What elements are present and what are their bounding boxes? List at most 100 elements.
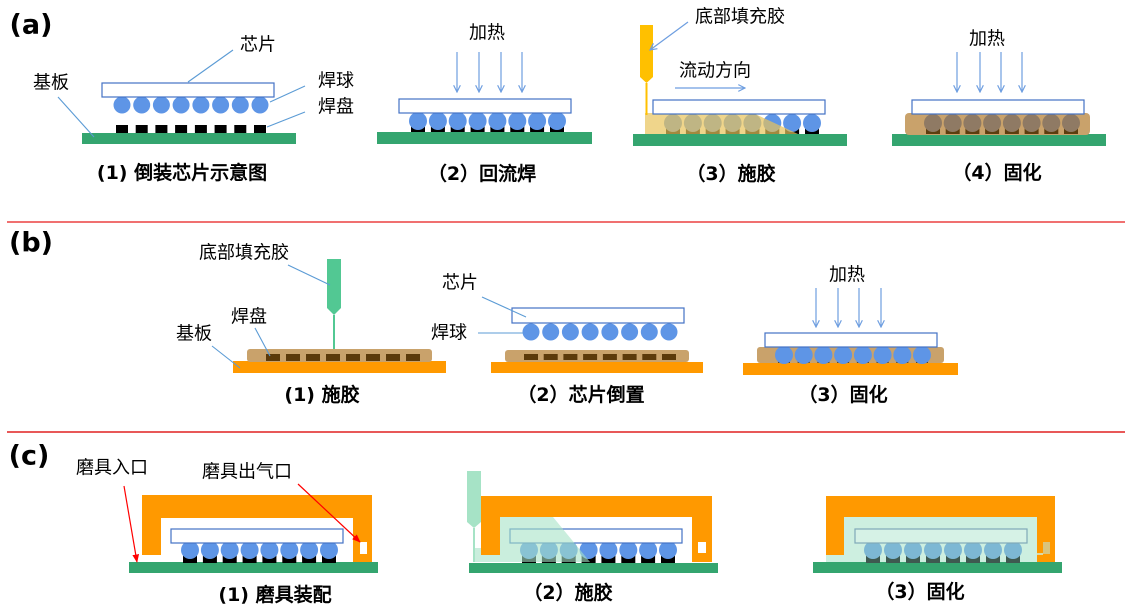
mold-cap — [826, 496, 1055, 562]
panel-b: (b) 底部填充胶 焊盘 基板 (1) 施胶 芯片 焊球 （2）芯 — [9, 228, 958, 406]
panel-c-step-1: (1) 磨具装配 — [123, 483, 378, 606]
chip — [652, 99, 826, 115]
solder-ball — [775, 346, 793, 364]
pad-leader-line — [266, 111, 306, 128]
substrate — [743, 363, 958, 375]
mold-vent-label: 磨具出气口 — [202, 462, 292, 483]
solder-ball — [528, 112, 547, 130]
chip — [398, 98, 572, 114]
solder-ball — [639, 541, 658, 559]
solder-ball — [660, 323, 678, 341]
panel-c-step-2: （2）施胶 — [467, 471, 718, 604]
step-caption: (1) 磨具装配 — [218, 583, 331, 606]
substrate-leader-line — [57, 96, 95, 138]
bond-pad — [622, 354, 637, 360]
solder-ball — [599, 541, 618, 559]
mold-vent-filled — [1043, 542, 1050, 554]
pad-label: 焊盘 — [231, 307, 267, 328]
solder-array — [775, 346, 931, 364]
solder-array — [181, 541, 338, 563]
step-caption: （3）固化 — [875, 580, 964, 603]
substrate — [233, 361, 446, 373]
chip — [101, 82, 275, 98]
solder-ball — [834, 346, 853, 364]
panel-c-step-3: （3）固化 — [813, 496, 1062, 603]
underfill-flow — [500, 517, 590, 562]
bond-pad — [254, 125, 266, 133]
panel-a-step-3: 底部填充胶 流动方向 （3）施胶 — [633, 7, 847, 185]
solder-ball — [172, 96, 190, 114]
step-caption: （4）固化 — [952, 161, 1041, 184]
solder-ball — [251, 96, 269, 114]
bond-pad — [366, 354, 380, 361]
panel-a-label: (a) — [10, 10, 53, 41]
solder-ball — [864, 541, 882, 559]
bond-pad — [234, 125, 247, 133]
pad-label: 焊盘 — [318, 97, 354, 118]
panel-a-step-4: 加热 （4）固化 — [892, 29, 1106, 184]
bond-pad — [386, 354, 400, 361]
solder-ball — [904, 541, 922, 559]
step-caption: （2）施胶 — [523, 581, 612, 604]
solder-ball — [884, 541, 902, 559]
substrate-label: 基板 — [33, 73, 69, 94]
step-caption: （3）施胶 — [686, 162, 775, 185]
solder-ball — [814, 346, 833, 364]
bond-pad — [346, 354, 360, 361]
step-caption: （2）芯片倒置 — [517, 383, 644, 406]
solder-ball — [783, 114, 802, 132]
solder-ball-label: 焊球 — [431, 323, 467, 344]
substrate — [491, 362, 703, 373]
solder-ball — [508, 112, 527, 130]
solder-ball — [1004, 541, 1022, 559]
solder-ball — [803, 114, 821, 132]
bond-pad — [602, 354, 617, 360]
panel-b-label: (b) — [9, 228, 53, 259]
solder-ball — [448, 112, 467, 130]
bond-pad — [306, 354, 320, 361]
flow-direction-label: 流动方向 — [679, 61, 751, 82]
solder-ball — [943, 114, 962, 132]
solder-ball — [428, 112, 447, 130]
chip-leader-line — [481, 296, 527, 318]
mold-vent-arrow-icon — [297, 483, 361, 543]
solder-ball — [621, 323, 639, 341]
substrate — [633, 134, 847, 146]
solder-array — [522, 323, 678, 360]
solder-ball — [579, 541, 598, 559]
solder-ball — [488, 112, 507, 130]
solder-array — [409, 112, 566, 132]
bond-pad — [662, 354, 676, 360]
solder-ball — [152, 96, 170, 114]
solder-ball — [181, 541, 199, 559]
substrate-label: 基板 — [176, 324, 212, 345]
bond-pad — [135, 125, 148, 133]
substrate — [469, 563, 718, 573]
solder-ball — [984, 541, 1002, 559]
bond-pad — [583, 354, 598, 360]
solder-ball — [300, 541, 319, 559]
panel-a-step-2: 加热 （2）回流焊 — [377, 23, 592, 185]
solder-ball — [260, 541, 279, 559]
chip — [764, 332, 938, 348]
solder-ball — [601, 323, 619, 341]
mold-inlet-arrow-icon — [123, 485, 140, 563]
solder-ball — [468, 112, 487, 130]
bond-pad — [116, 125, 128, 133]
panel-b-step-1: 底部填充胶 焊盘 基板 (1) 施胶 — [176, 243, 446, 406]
solder-ball — [200, 541, 219, 559]
mold-vent — [360, 542, 367, 554]
underfill-label: 底部填充胶 — [695, 7, 785, 28]
solder-ball — [320, 541, 338, 559]
solder-ball — [1002, 114, 1021, 132]
chip — [854, 528, 1028, 544]
bond-pad — [326, 354, 340, 361]
heat-label: 加热 — [969, 29, 1005, 50]
solder-ball — [619, 541, 638, 559]
bond-pad — [543, 354, 558, 360]
bond-pad — [194, 125, 207, 133]
panel-c-label: (c) — [9, 441, 50, 472]
mold-cap — [142, 495, 372, 562]
dispense-nozzle — [327, 259, 341, 315]
substrate — [377, 132, 592, 144]
